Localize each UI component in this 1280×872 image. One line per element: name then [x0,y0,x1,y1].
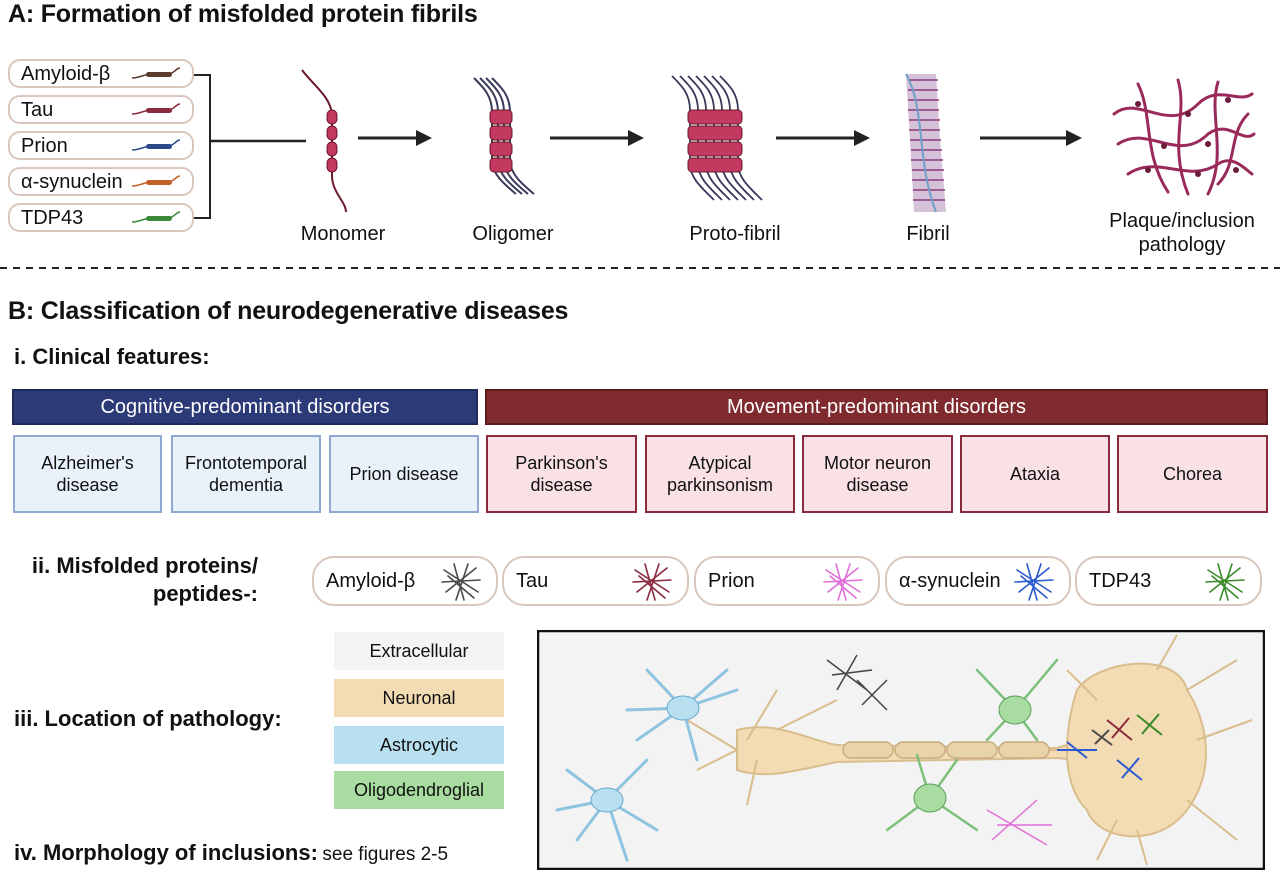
cognitive-header: Cognitive-predominant disorders [12,389,478,425]
stage-label-plaque: Plaque/inclusion pathology [1109,210,1255,256]
arrow-4 [980,130,1082,146]
disease-alzheimers: Alzheimer's disease [13,435,162,513]
pathology-location-panel [537,630,1265,870]
misfolded-protein-label: Tau [516,570,549,592]
stage-label-fibril: Fibril [906,223,950,245]
disease-chorea: Chorea [1117,435,1268,513]
morphology-note: see figures 2-5 [322,844,449,865]
protein-pill-label: Amyloid-β [21,63,111,85]
protein-strand-icon [131,175,181,187]
misfolded-protein-pill: Amyloid-β [312,556,498,606]
protein-pill-label: Tau [21,99,54,121]
arrow-3 [776,130,870,146]
location-legend-item: Astrocytic [334,726,504,764]
misfolded-protein-pill: Prion [694,556,880,606]
section-a-title: A: Formation of misfolded protein fibril… [8,0,478,28]
movement-header: Movement-predominant disorders [485,389,1268,425]
arrow-1 [358,130,432,146]
misfolded-protein-label: Prion [708,570,755,592]
disease-parkinsons: Parkinson's disease [486,435,637,513]
stage-label-oligomer: Oligomer [472,223,554,245]
fibril-aggregate-icon [441,563,481,601]
protein-pill: Amyloid-β [8,59,194,88]
protein-bracket [194,74,306,219]
protein-strand-icon [131,103,181,115]
disease-ataxia: Ataxia [960,435,1110,513]
disease-atypical-parkinsonism: Atypical parkinsonism [645,435,795,513]
morphology-heading: iv. Morphology of inclusions: [14,840,318,865]
protein-pill-label: α-synuclein [21,171,123,193]
protein-strand-icon [131,67,181,79]
misfolded-protein-label: α-synuclein [899,570,1001,592]
misfolded-protein-pill: Tau [502,556,689,606]
stage-label-monomer: Monomer [300,223,386,245]
protein-pill: Prion [8,131,194,160]
misfolded-protein-label: Amyloid-β [326,570,416,592]
protofibril-illustration [671,75,763,201]
arrow-2 [550,130,644,146]
section-b-title: B: Classification of neurodegenerative d… [8,297,569,325]
plaque-illustration [1112,78,1256,196]
location-legend-item: Oligodendroglial [334,771,504,809]
protein-strand-icon [131,211,181,223]
protein-pill: α-synuclein [8,167,194,196]
fibril-illustration [905,73,946,213]
fibril-aggregate-icon [632,563,672,601]
disease-motor-neuron: Motor neuron disease [802,435,953,513]
protein-pill: Tau [8,95,194,124]
misfolded-protein-label: TDP43 [1089,570,1152,592]
section-divider [0,267,1280,269]
location-legend-item: Neuronal [334,679,504,717]
clinical-features-heading: i. Clinical features: [14,344,210,369]
misfolded-protein-pill: α-synuclein [885,556,1071,606]
morphology-line: iv. Morphology of inclusions: see figure… [14,840,448,866]
protein-pill: TDP43 [8,203,194,232]
stage-label-protofibril: Proto-fibril [689,223,781,245]
misfolded-proteins-heading: ii. Misfolded proteins/ peptides-: [31,553,258,606]
astrocyte-shapes [555,668,739,862]
oligomer-illustration [473,77,535,195]
protein-pill-label: Prion [21,135,68,157]
disease-frontotemporal-dementia: Frontotemporal dementia [171,435,321,513]
protein-pill-label: TDP43 [21,207,84,229]
protein-strand-icon [131,139,181,151]
monomer-illustration [301,69,347,213]
oligodendrocyte-shapes [885,658,1059,832]
fibril-aggregate-icon [1014,563,1054,601]
disease-prion: Prion disease [329,435,479,513]
fibril-aggregate-icon [1205,563,1245,601]
fibril-aggregate-icon [823,563,863,601]
misfolded-protein-pill: TDP43 [1075,556,1262,606]
location-heading: iii. Location of pathology: [14,706,282,731]
location-legend-item: Extracellular [334,632,504,670]
